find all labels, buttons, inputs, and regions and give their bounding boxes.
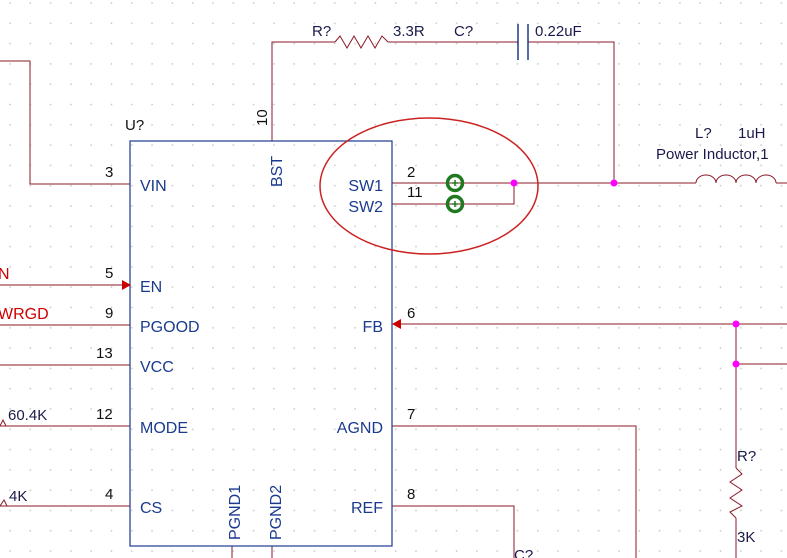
pin-name-en: EN: [140, 279, 162, 296]
pin-name-vin: VIN: [140, 178, 167, 195]
pin-name-fb: FB: [363, 319, 383, 336]
pin-num-sw1: 2: [407, 164, 415, 181]
junction-dot: [510, 179, 518, 187]
pin-name-sw1: SW1: [348, 178, 383, 195]
pin-num-vin: 3: [105, 164, 113, 181]
pin-name-vcc: VCC: [140, 359, 174, 376]
pin-name-pgnd2: PGND2: [268, 485, 285, 540]
pin-name-agnd: AGND: [337, 420, 383, 437]
pin-num-vcc: 13: [96, 345, 113, 362]
pin-num-fb: 6: [407, 305, 415, 322]
pin-num-en: 5: [105, 265, 113, 282]
inductor-icon[interactable]: [695, 174, 777, 184]
resistor-top-icon[interactable]: [334, 35, 389, 49]
pin-name-sw2: SW2: [348, 199, 383, 216]
pin-num-pgood: 9: [105, 305, 113, 322]
mode-resistor-tail-icon: [0, 418, 7, 427]
highlight-ellipse: [319, 117, 539, 255]
resistor-right-designator: R?: [737, 448, 756, 465]
pin-name-bst: BST: [269, 156, 286, 187]
inductor-description: Power Inductor,1: [656, 146, 769, 163]
pin-name-cs: CS: [140, 500, 162, 517]
resistor-right-icon[interactable]: [729, 467, 743, 519]
resistor-top-value: 3.3R: [393, 23, 425, 40]
pin-num-ref: 8: [407, 486, 415, 503]
junction-dot: [732, 360, 740, 368]
testpoint-sw2-icon[interactable]: [445, 194, 465, 214]
wire-cap-sw[interactable]: [528, 41, 615, 183]
capacitor-top-designator: C?: [454, 23, 473, 40]
net-label-en: N: [0, 266, 10, 283]
cs-resistor-tail-icon: [0, 499, 8, 507]
wire-agnd[interactable]: [392, 425, 637, 558]
junction-dot: [610, 179, 618, 187]
ic-body[interactable]: [129, 140, 393, 547]
wire-bst[interactable]: [271, 41, 335, 141]
mode-resistor-value: 60.4K: [8, 407, 47, 424]
wire-sw2[interactable]: [392, 183, 515, 205]
ic-designator: U?: [125, 117, 144, 134]
cs-resistor-value: 4K: [9, 488, 27, 505]
pin-num-cs: 4: [105, 486, 113, 503]
fb-input-arrow-icon: [392, 319, 401, 329]
wire-ref[interactable]: [392, 505, 515, 558]
testpoint-sw1-icon[interactable]: [445, 173, 465, 193]
wire-vin[interactable]: [0, 60, 130, 185]
pin-name-pgood: PGOOD: [140, 319, 200, 336]
pin-num-mode: 12: [96, 406, 113, 423]
junction-dot: [732, 320, 740, 328]
capacitor-bottom-designator: C?: [514, 547, 533, 558]
inductor-value: 1uH: [738, 125, 766, 142]
capacitor-top-icon[interactable]: [517, 24, 529, 60]
pin-num-agnd: 7: [407, 406, 415, 423]
resistor-right-value: 3K: [737, 529, 755, 546]
resistor-top-designator: R?: [312, 23, 331, 40]
inductor-designator: L?: [695, 125, 712, 142]
net-label-pgood: WRGD: [0, 306, 49, 323]
en-input-arrow-icon: [122, 280, 131, 290]
capacitor-top-value: 0.22uF: [535, 23, 582, 40]
pin-name-mode: MODE: [140, 420, 188, 437]
pin-name-pgnd1: PGND1: [227, 485, 244, 540]
pin-num-bst: 10: [254, 109, 271, 126]
pin-num-sw2: 11: [407, 184, 423, 201]
pin-name-ref: REF: [351, 500, 383, 517]
